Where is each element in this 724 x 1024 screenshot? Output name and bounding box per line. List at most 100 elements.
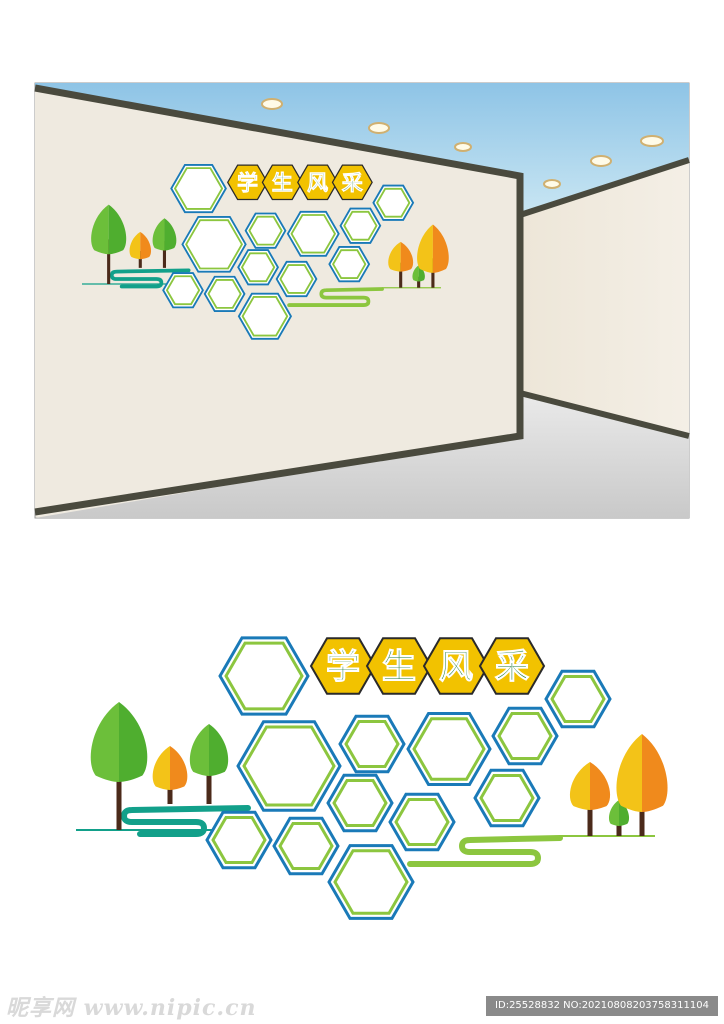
tree-trunk — [616, 818, 622, 836]
tree-crown-left — [189, 724, 209, 776]
photo-frame — [406, 712, 492, 786]
photo-frame-inner — [290, 214, 337, 254]
title-hexagon: 风 — [297, 164, 339, 201]
photo-frame — [473, 768, 541, 828]
title-hexagon-shape — [331, 164, 373, 201]
title-char: 生 — [382, 647, 416, 687]
photo-frame — [544, 669, 612, 729]
tree-crown-right — [590, 762, 611, 810]
ceiling-light-icon — [368, 122, 390, 134]
tree-crown-right — [400, 241, 414, 272]
tree-trunk — [417, 276, 421, 288]
photo-frame — [244, 212, 287, 249]
tree-trunk — [167, 776, 173, 804]
tree-trunk — [107, 239, 111, 284]
tree-crown-left — [417, 224, 433, 273]
photo-frame — [338, 714, 406, 774]
title-hexagon-shape — [478, 637, 546, 695]
ceiling-light-icon — [543, 179, 561, 189]
photo-frame — [170, 163, 227, 214]
photo-frame — [491, 706, 559, 766]
tree-crown-left — [129, 231, 141, 260]
title-hexagon: 学 — [226, 164, 269, 201]
tree-crown-right — [209, 724, 229, 776]
photo-frame-inner — [242, 725, 336, 807]
tree-crown-left — [569, 762, 590, 810]
tree-trunk — [587, 795, 593, 836]
photo-frame — [275, 260, 318, 298]
ceiling-light-icon — [454, 142, 472, 152]
tree-crown-left — [90, 702, 119, 782]
ceiling-lights — [261, 98, 664, 189]
title-char: 风 — [439, 647, 473, 687]
photo-frame-inner — [343, 210, 378, 241]
tree-trunk — [431, 258, 435, 288]
ceiling-light-icon — [590, 155, 612, 167]
tree-crown-left — [152, 218, 165, 251]
tree-crown-right — [642, 734, 668, 812]
photo-frame — [327, 844, 415, 920]
photo-frame — [162, 272, 204, 309]
watermark-id: ID:25528832 NO:20210808203758311104 — [486, 996, 718, 1016]
wall-trim — [34, 84, 524, 516]
photo-frame-inner — [185, 219, 244, 270]
photo-frame — [388, 792, 456, 852]
title-hexagon: 学 — [309, 637, 377, 695]
photo-frame-inner — [165, 275, 201, 306]
ribbon-teal — [109, 268, 191, 289]
title-hexagon: 采 — [331, 164, 373, 201]
title-char: 生 — [272, 170, 293, 195]
tree-crown-left — [608, 800, 619, 826]
photo-frame-inner — [241, 295, 289, 337]
tree-trunk — [206, 760, 212, 804]
photo-frame-inner — [173, 167, 224, 210]
title-char: 采 — [342, 170, 364, 195]
photo-frame — [237, 292, 293, 340]
photo-frame — [272, 816, 340, 876]
photo-frame — [286, 210, 340, 257]
photo-frame-inner — [278, 822, 334, 870]
photo-frame — [372, 184, 415, 221]
tree-trunk — [639, 788, 645, 836]
tree-trunk — [162, 240, 167, 268]
photo-frame — [205, 810, 273, 870]
photo-frame — [181, 215, 247, 273]
room-mockup: 学生风采 — [34, 82, 690, 519]
photo-frame — [328, 246, 371, 283]
photo-frame-inner — [344, 720, 400, 768]
wall-board-preview: 学生风采 — [82, 163, 449, 340]
photo-frame — [326, 773, 394, 833]
photo-frame — [236, 720, 342, 812]
ribbon-teal — [120, 805, 251, 837]
photo-frame-inner — [550, 675, 606, 723]
ceiling-trim — [519, 157, 690, 218]
floor — [35, 393, 689, 518]
photo-frame-inner — [479, 774, 535, 822]
tree-crown-right — [140, 231, 152, 260]
title-char: 风 — [307, 170, 328, 195]
tree-crown-left — [616, 734, 642, 812]
tree-trunk — [138, 251, 142, 268]
side-wall — [520, 160, 689, 436]
title-hexagon-shape — [422, 637, 490, 695]
title-hexagon-shape — [226, 164, 269, 201]
title-char: 学 — [326, 647, 360, 687]
tree-crown-left — [412, 265, 419, 282]
photo-frame — [237, 249, 279, 286]
tree-crown-left — [91, 204, 109, 255]
ribbon-green — [287, 287, 384, 307]
title-hexagon-shape — [309, 637, 377, 695]
tree-crown-left — [152, 746, 170, 790]
ceiling-light-icon — [261, 98, 283, 110]
watermark-site: 昵享网 www.nipic.cn — [6, 995, 257, 1021]
floor-trim — [519, 390, 690, 439]
photo-frame-inner — [412, 717, 486, 781]
title-hexagon: 生 — [261, 164, 303, 201]
tree-crown-right — [164, 218, 177, 251]
title-hexagon: 风 — [422, 637, 490, 695]
tree-crown-right — [418, 265, 425, 282]
title-char: 采 — [495, 647, 529, 687]
ceiling-light-icon — [640, 135, 664, 147]
photo-frame-inner — [332, 249, 367, 280]
photo-frame-inner — [240, 252, 276, 283]
